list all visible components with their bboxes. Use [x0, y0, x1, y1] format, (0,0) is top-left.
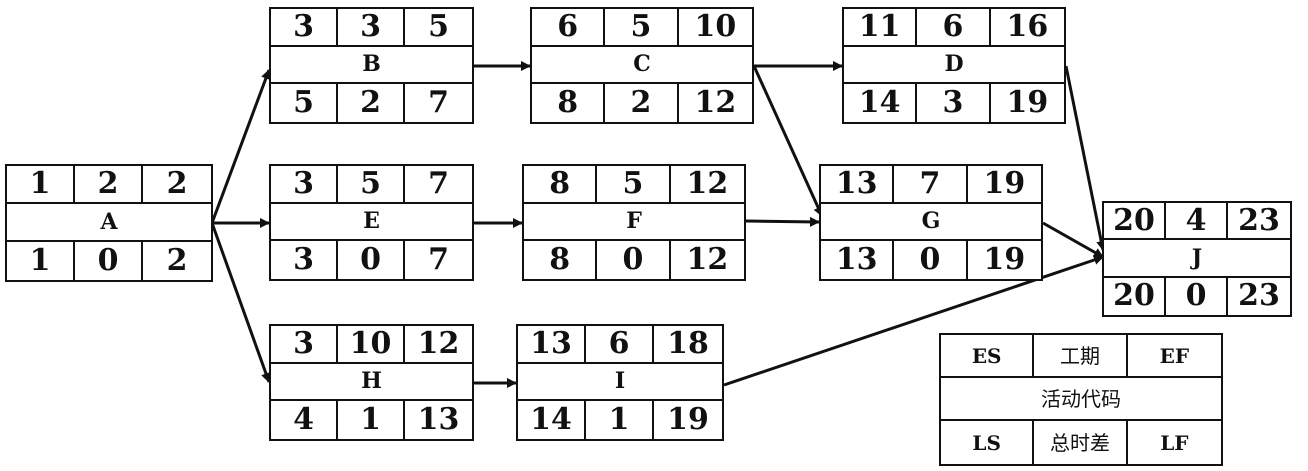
late-finish: 7 [428, 242, 449, 278]
activity-code: H [271, 364, 472, 402]
arrow-a-to-h [210, 222, 271, 383]
early-start: 13 [518, 326, 586, 364]
legend-total-float-label: 总时差 [1034, 421, 1128, 464]
early-finish: 16 [990, 9, 1064, 47]
total-float: 0 [338, 241, 405, 279]
late-start: 5 [271, 84, 338, 122]
late-finish: 19 [1006, 85, 1049, 121]
duration: 3 [338, 9, 405, 47]
total-float: 1 [586, 401, 654, 439]
early-finish: 12 [405, 326, 472, 364]
arrow-d-to-j [1064, 65, 1107, 251]
activity-code: A [7, 204, 211, 242]
duration: 2 [75, 166, 143, 204]
late-finish: 7 [428, 85, 449, 121]
early-start: 8 [524, 166, 598, 204]
early-start: 6 [532, 9, 606, 47]
arrow-g-to-j [1042, 221, 1104, 259]
total-float: 0 [597, 241, 671, 279]
activity-code: B [271, 47, 472, 85]
total-float: 1 [338, 401, 405, 439]
total-float: 0 [1166, 277, 1228, 315]
activity-code: J [1104, 240, 1290, 278]
late-finish: 19 [667, 402, 709, 438]
total-float: 0 [894, 241, 968, 279]
late-start: 14 [844, 84, 918, 122]
late-finish: 19 [983, 242, 1026, 278]
total-float: 3 [917, 84, 991, 122]
early-start: 11 [844, 9, 918, 47]
late-finish: 12 [686, 242, 729, 278]
total-float: 0 [75, 242, 143, 280]
early-finish: 5 [405, 9, 472, 47]
early-finish: 7 [405, 166, 472, 204]
legend-activity-code-label: 活动代码 [941, 378, 1221, 421]
legend-ef-label: EF [1127, 335, 1221, 378]
duration: 5 [597, 166, 671, 204]
late-start: 1 [7, 242, 75, 280]
late-start: 14 [518, 401, 586, 439]
duration: 10 [338, 326, 405, 364]
total-float: 2 [605, 84, 679, 122]
early-finish: 12 [670, 166, 744, 204]
early-finish: 10 [678, 9, 752, 47]
early-start: 3 [271, 166, 338, 204]
total-float: 2 [338, 84, 405, 122]
legend-ls-label: LS [941, 421, 1035, 464]
activity-code: I [518, 364, 722, 402]
duration: 4 [1166, 203, 1228, 241]
arrow-c-to-g [752, 65, 824, 217]
arrow-a-to-b [210, 69, 271, 224]
activity-code: E [271, 204, 472, 242]
early-finish: 18 [654, 326, 722, 364]
activity-code: C [532, 47, 752, 85]
activity-code: F [524, 204, 744, 242]
duration: 7 [894, 166, 968, 204]
activity-code: D [844, 47, 1064, 85]
early-finish: 23 [1228, 203, 1290, 241]
late-start: 13 [821, 241, 895, 279]
late-start: 4 [271, 401, 338, 439]
arrow-f-to-g [745, 216, 820, 227]
early-finish: 19 [967, 166, 1041, 204]
duration: 5 [605, 9, 679, 47]
early-start: 13 [821, 166, 895, 204]
late-finish: 13 [417, 402, 460, 438]
legend-duration-label: 工期 [1034, 335, 1128, 378]
late-finish: 23 [1238, 278, 1280, 314]
late-finish: 2 [166, 243, 188, 278]
early-start: 1 [7, 166, 75, 204]
early-start: 3 [271, 326, 338, 364]
activity-code: G [821, 204, 1041, 242]
late-finish: 12 [694, 85, 737, 121]
late-start: 3 [271, 241, 338, 279]
duration: 6 [917, 9, 991, 47]
duration: 6 [586, 326, 654, 364]
legend-es-label: ES [941, 335, 1035, 378]
legend-box: ES 工期 EF 活动代码 LS 总时差 LF [939, 333, 1223, 466]
late-start: 8 [524, 241, 598, 279]
late-start: 8 [532, 84, 606, 122]
early-start: 3 [271, 9, 338, 47]
late-start: 20 [1104, 277, 1166, 315]
early-start: 20 [1104, 203, 1166, 241]
early-finish: 2 [143, 166, 211, 204]
legend-lf-label: LF [1160, 430, 1189, 455]
duration: 5 [338, 166, 405, 204]
